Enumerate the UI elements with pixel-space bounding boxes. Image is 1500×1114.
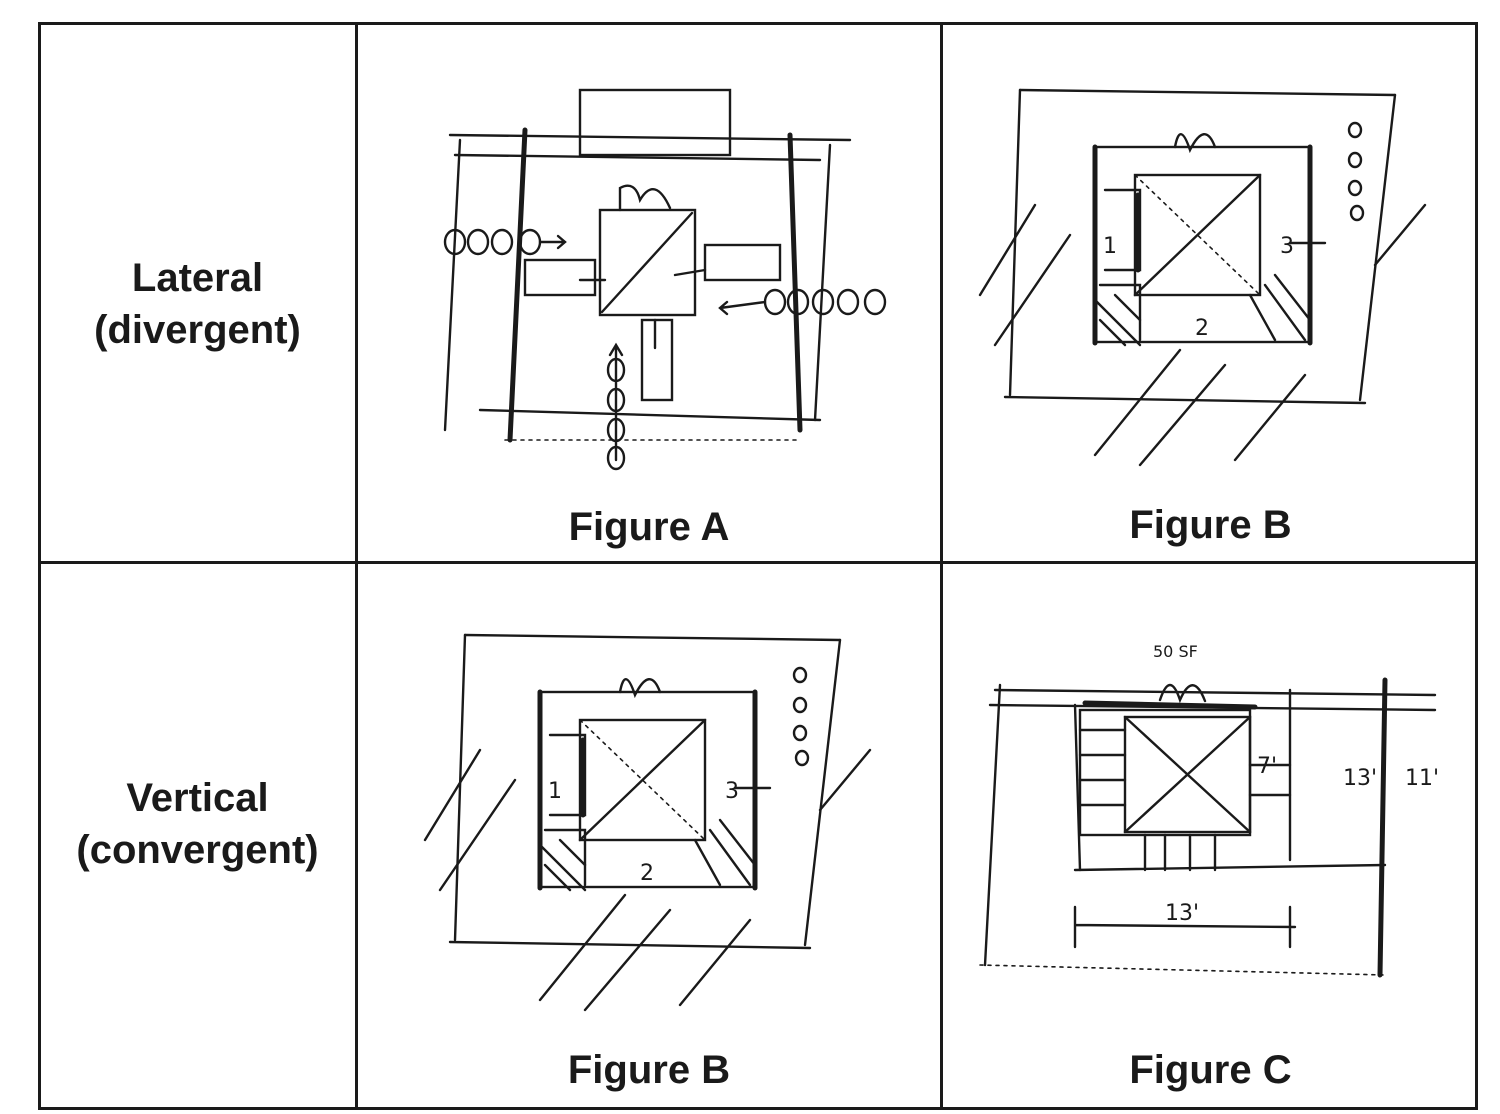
column-divider-2 bbox=[940, 22, 943, 1110]
caption-figure-b-bottom: Figure B bbox=[567, 1048, 731, 1092]
comparison-table bbox=[38, 22, 1478, 1110]
sketch-label-11: 11' bbox=[1405, 766, 1439, 791]
sketch-label-13-right: 13' bbox=[1343, 766, 1377, 791]
sketch-label-7: 7' bbox=[1257, 754, 1277, 779]
figure-b-top-sketch: 1 3 2 bbox=[978, 88, 1427, 467]
figure-a-sketch bbox=[443, 88, 887, 471]
row-label-line1: Vertical bbox=[126, 776, 269, 820]
sketch-label-1: 1 bbox=[1103, 234, 1117, 259]
sketch-label-3: 3 bbox=[1280, 234, 1294, 259]
sketch-label-2: 2 bbox=[640, 861, 654, 886]
row-label-line2: (divergent) bbox=[94, 308, 301, 352]
caption-figure-b-top: Figure B bbox=[1129, 503, 1292, 547]
sketch-label-1: 1 bbox=[548, 779, 562, 804]
row-divider bbox=[38, 561, 1478, 564]
row-label-line2: (convergent) bbox=[76, 828, 319, 872]
figure-b-bottom-sketch: 1 3 2 bbox=[423, 633, 872, 1012]
sketch-label-3: 3 bbox=[725, 779, 739, 804]
caption-figure-a: Figure A bbox=[568, 505, 730, 549]
column-divider-1 bbox=[355, 22, 358, 1110]
sketch-label-13-width: 13' bbox=[1165, 901, 1199, 926]
sketch-label-area: 50 SF bbox=[1153, 642, 1198, 661]
row-label-lateral: Lateral (divergent) bbox=[40, 252, 355, 356]
row-label-vertical: Vertical (convergent) bbox=[40, 772, 355, 876]
figure-c-sketch: 50 SF 7' 13' 11' 13' bbox=[979, 642, 1439, 978]
sketch-label-2: 2 bbox=[1195, 316, 1209, 341]
caption-figure-c: Figure C bbox=[1129, 1048, 1292, 1092]
row-label-line1: Lateral bbox=[131, 256, 264, 300]
